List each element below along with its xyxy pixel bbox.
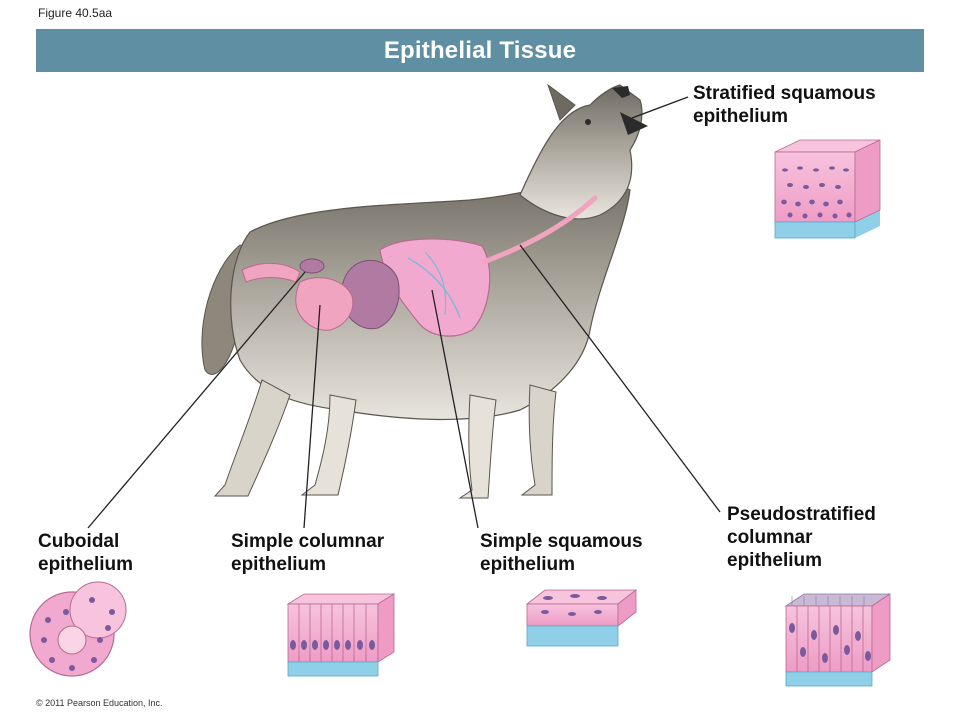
figure-label: Figure 40.5aa [38,6,113,20]
label-pseudostratified: Pseudostratified columnar epithelium [727,503,876,572]
wolf-illustration [201,83,648,499]
label-line: Simple columnar [231,531,385,552]
label-line: Simple squamous [480,531,643,552]
simple-squamous-tissue-icon [525,589,638,647]
title-bar: Epithelial Tissue [36,29,924,72]
pseudostratified-tissue-icon [784,593,892,687]
label-line: Pseudostratified [727,504,876,525]
simple-columnar-tissue-icon [286,593,396,677]
label-simple-columnar: Simple columnar epithelium [231,530,384,576]
internal-organs [241,195,598,337]
copyright-notice: © 2011 Pearson Education, Inc. [36,698,163,708]
label-line: columnar [727,527,813,548]
leader-lines [87,96,721,529]
label-simple-squamous: Simple squamous epithelium [480,530,643,576]
label-line: epithelium [231,554,327,575]
cuboidal-tissue-icon [29,581,127,677]
label-stratified-squamous: Stratified squamous epithelium [693,82,876,128]
stratified-squamous-tissue-icon [774,139,881,239]
page-title: Epithelial Tissue [383,36,577,64]
label-cuboidal: Cuboidal epithelium [38,530,133,576]
label-line: epithelium [38,554,134,575]
label-line: epithelium [727,550,823,571]
label-line: Stratified squamous [693,83,876,104]
label-line: epithelium [693,106,789,127]
label-line: epithelium [480,554,576,575]
label-line: Cuboidal [38,531,120,552]
